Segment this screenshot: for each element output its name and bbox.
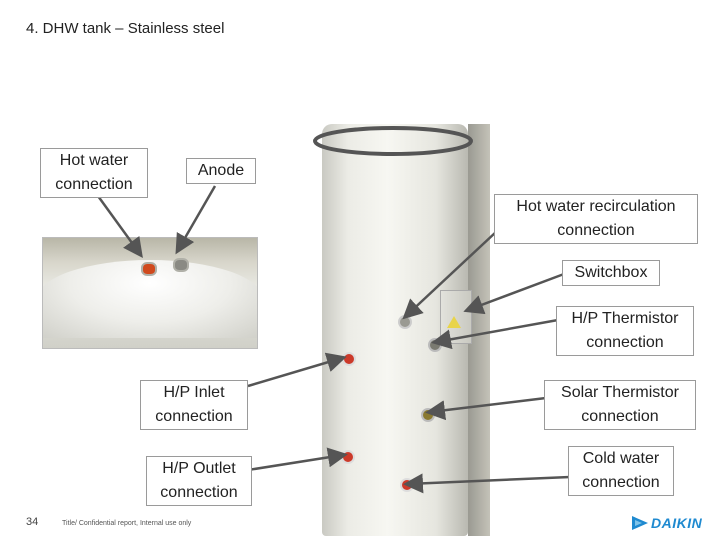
arrow-solar <box>425 396 547 421</box>
arrow-recirculation <box>402 231 497 320</box>
arrow-inlet <box>247 352 347 388</box>
tank-side <box>468 124 490 536</box>
footer-text: Title/ Confidential report, Internal use… <box>62 520 192 527</box>
arrow-cold <box>403 473 571 494</box>
warning-icon <box>447 316 461 328</box>
label-hot-water-recirculation: Hot water recirculation connection <box>494 194 698 244</box>
arrow-hot-water <box>96 195 143 259</box>
page-number: 34 <box>26 516 39 528</box>
brand-logo: DAIKIN <box>632 514 710 532</box>
anode-fitting <box>173 258 189 272</box>
label-hp-outlet: H/P Outlet connection <box>146 456 252 506</box>
label-cold-water: Cold water connection <box>568 446 674 496</box>
tank-top-photo <box>42 237 258 349</box>
slide-title: 4. DHW tank – Stainless steel <box>26 20 225 37</box>
arrow-anode <box>175 185 217 255</box>
brand-name: DAIKIN <box>651 515 703 531</box>
arrow-outlet <box>247 447 348 472</box>
daikin-logo-icon <box>632 516 648 530</box>
label-solar-thermistor: Solar Thermistor connection <box>544 380 696 430</box>
arrow-switchbox <box>463 272 565 315</box>
label-hp-thermistor: H/P Thermistor connection <box>556 306 694 356</box>
tank-top-highlight <box>313 126 473 156</box>
arrow-thermistor <box>431 318 559 350</box>
label-switchbox: Switchbox <box>562 260 660 286</box>
label-hot-water-connection: Hot water connection <box>40 148 148 198</box>
label-anode: Anode <box>186 158 256 184</box>
hot-water-fitting <box>141 262 157 276</box>
label-hp-inlet: H/P Inlet connection <box>140 380 248 430</box>
